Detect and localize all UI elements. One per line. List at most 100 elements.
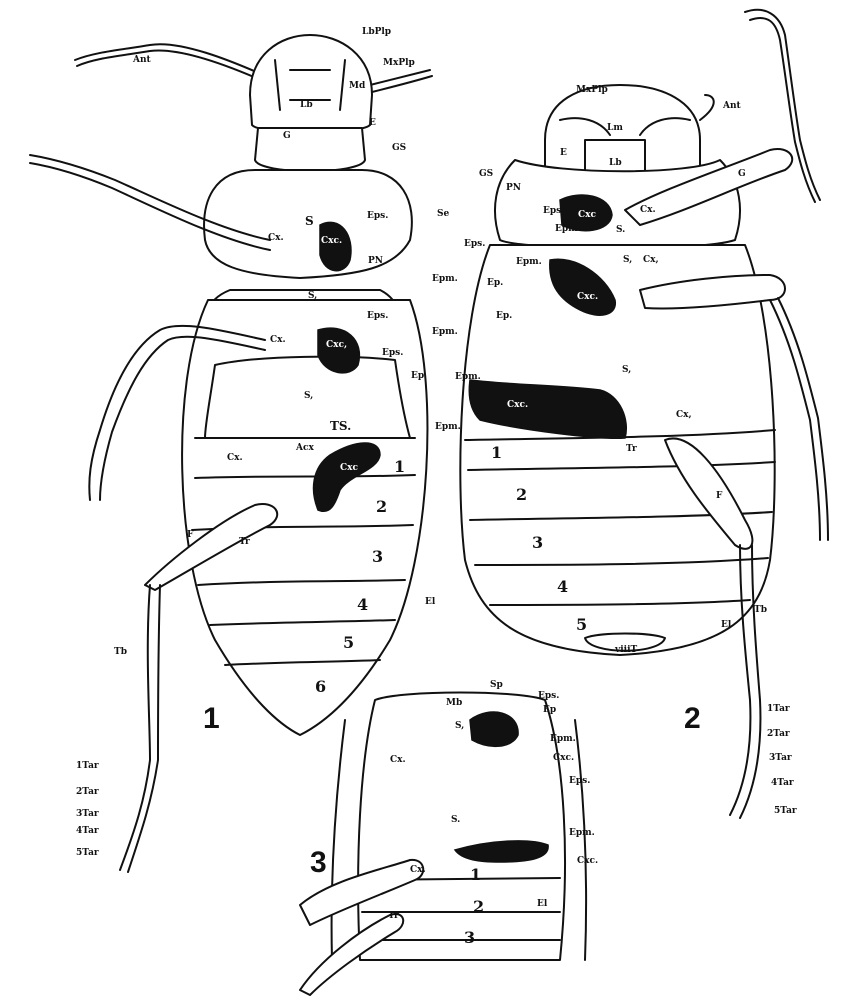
fig1-labels-cx1-label: Cx. <box>268 233 284 243</box>
fig3-labels-cx2-label: Cx. <box>410 865 426 875</box>
fig2-labels-pn-label: PN <box>506 183 521 193</box>
fig1-labels-lbplp-label: LbPlp <box>362 27 391 37</box>
fig2-labels-s2-label: S, <box>623 255 632 265</box>
fig1-labels-g-label: G <box>283 131 291 141</box>
fig1-labels-epm2-label: Epm. <box>432 327 458 337</box>
fig1-labels-e-label: E <box>369 118 376 128</box>
fig1-labels-epm1-label: Epm. <box>432 274 458 284</box>
fig2-labels-st1-label: 1 <box>491 443 502 462</box>
fig2-labels-tr-label: Tr <box>626 444 637 454</box>
fig2-labels-lb-label: Lb <box>609 158 622 168</box>
fig1-labels-st5-label: 5 <box>343 633 354 652</box>
fig3-labels-sp-label: Sp <box>490 680 503 690</box>
fig1-labels-st6-label: 6 <box>315 677 326 696</box>
fig1-labels-se-label: Se <box>437 209 449 219</box>
fig2-labels-ep2-label: Ep. <box>496 311 512 321</box>
fig3-labels-eps2-label: Eps. <box>569 776 590 786</box>
fig1-labels-s-label: S <box>305 214 314 228</box>
fig2-labels-lm-label: Lm <box>607 123 623 133</box>
fig2-labels-eps1-label: Eps <box>543 206 561 216</box>
fig1-labels-tb-label: Tb <box>114 647 127 657</box>
fig3-labels-epm1-label: Epm. <box>550 734 576 744</box>
fig1-labels-tar5-label: 5Tar <box>76 848 99 858</box>
fig2-labels-cxc1-label: Cxc <box>578 210 597 220</box>
fig2-labels-tb-label: Tb <box>754 605 767 615</box>
fig2-labels-s3-label: S, <box>622 365 631 375</box>
fig3-labels-el-label: El <box>537 899 548 909</box>
figure_numbers-fig1-label: 1 <box>203 702 220 735</box>
fig1-labels-s3-label: S, <box>304 391 313 401</box>
fig1-labels-tar2-label: 2Tar <box>76 787 99 797</box>
fig1-labels-cx2-label: Cx. <box>270 335 286 345</box>
fig2-labels-ep1-label: Ep. <box>487 278 503 288</box>
fig2-labels-tar5-label: 5Tar <box>774 806 797 816</box>
fig2-labels-el-label: El <box>721 620 732 630</box>
fig1-labels-lb-label: Lb <box>300 100 313 110</box>
fig2-labels-epm1-label: Epm. <box>555 224 581 234</box>
fig1-labels-eps3-label: Eps. <box>382 348 403 358</box>
fig1-labels-ts-label: TS. <box>330 419 351 433</box>
fig2-labels-tar4-label: 4Tar <box>771 778 794 788</box>
fig1-labels-tr-label: Tr <box>239 537 250 547</box>
fig1-labels-gs-label: GS <box>392 143 406 153</box>
fig1-labels-eps-label: Eps. <box>367 211 388 221</box>
fig1-labels-eps2-label: Eps. <box>367 311 388 321</box>
fig1-labels-acx-label: Acx <box>295 443 314 453</box>
fig2-labels-f-label: F <box>716 491 723 501</box>
fig2-labels-ant-label: Ant <box>722 101 742 111</box>
fig1-labels-pn-label: PN <box>368 256 383 266</box>
fig1-labels-cxc1-label: Cxc. <box>321 236 342 246</box>
fig2-labels-s1-label: S. <box>616 225 625 235</box>
fig1-labels-cx3-label: Cx. <box>227 453 243 463</box>
fig2-labels-mxplp-label: MxPlp <box>576 85 608 95</box>
fig3-labels-ep-label: Ep <box>543 705 556 715</box>
figure_numbers-fig2-label: 2 <box>684 702 701 735</box>
fig2-labels-cx1-label: Cx. <box>640 205 656 215</box>
fig2-labels-epm2-label: Epm. <box>516 257 542 267</box>
fig2-labels-g-label: G <box>738 169 746 179</box>
fig3-labels-epm2-label: Epm. <box>569 828 595 838</box>
fig3-labels-tr-label: Tr <box>388 911 399 921</box>
fig2-labels-cx2-label: Cx, <box>643 255 659 265</box>
fig1-labels-ep-label: Ep <box>411 371 424 381</box>
fig1-labels-st2-label: 2 <box>376 497 387 516</box>
fig1-labels-st3-label: 3 <box>372 547 383 566</box>
fig2-labels-tar2-label: 2Tar <box>767 729 790 739</box>
fig1-labels-tar3-label: 3Tar <box>76 809 99 819</box>
fig2-labels-epm3-label: Epm. <box>455 372 481 382</box>
fig3-labels-cx1-label: Cx. <box>390 755 406 765</box>
fig2-labels-cxc2-label: Cxc. <box>577 292 598 302</box>
fig3-labels-st1-label: 1 <box>470 865 481 884</box>
fig1-labels-el-label: El <box>425 597 436 607</box>
fig3-labels-mb-label: Mb <box>446 698 462 708</box>
fig2-labels-eps2-label: Eps. <box>464 239 485 249</box>
fig1-labels-epm3-label: Epm. <box>435 422 461 432</box>
fig1-labels-ant-label: Ant <box>132 55 152 65</box>
fig3-labels-st2-label: 2 <box>473 897 484 916</box>
fig3-labels-cxc1-label: Cxc. <box>553 753 574 763</box>
fig1-labels-md-label: Md <box>349 81 366 91</box>
fig1-labels-s2-label: S, <box>308 291 317 301</box>
fig1-labels-cxc2-label: Cxc, <box>326 340 347 350</box>
fig2-labels-tar1-label: 1Tar <box>767 704 790 714</box>
fig1-labels-tar1-label: 1Tar <box>76 761 99 771</box>
fig2-labels-st4-label: 4 <box>557 577 568 596</box>
fig2-labels-tar3-label: 3Tar <box>769 753 792 763</box>
fig2-labels-st5-label: 5 <box>576 615 587 634</box>
figure-3-drawing <box>300 693 586 996</box>
fig2-labels-viiit-label: viiiT <box>614 645 637 655</box>
fig2-labels-cxc3-label: Cxc. <box>507 400 528 410</box>
fig2-labels-e-label: E <box>560 148 567 158</box>
fig3-labels-s1-label: S, <box>455 721 464 731</box>
fig1-labels-st4-label: 4 <box>357 595 368 614</box>
fig2-labels-st3-label: 3 <box>532 533 543 552</box>
fig1-labels-f-label: F <box>187 530 194 540</box>
fig3-labels-cxc2-label: Cxc. <box>577 856 598 866</box>
fig1-labels-cxc3-label: Cxc <box>340 463 359 473</box>
fig3-labels-s2-label: S. <box>451 815 460 825</box>
figure_numbers-fig3-label: 3 <box>310 846 327 879</box>
fig2-labels-cx3-label: Cx, <box>676 410 692 420</box>
fig2-labels-gs-label: GS <box>479 169 493 179</box>
fig3-labels-eps1-label: Eps. <box>538 691 559 701</box>
